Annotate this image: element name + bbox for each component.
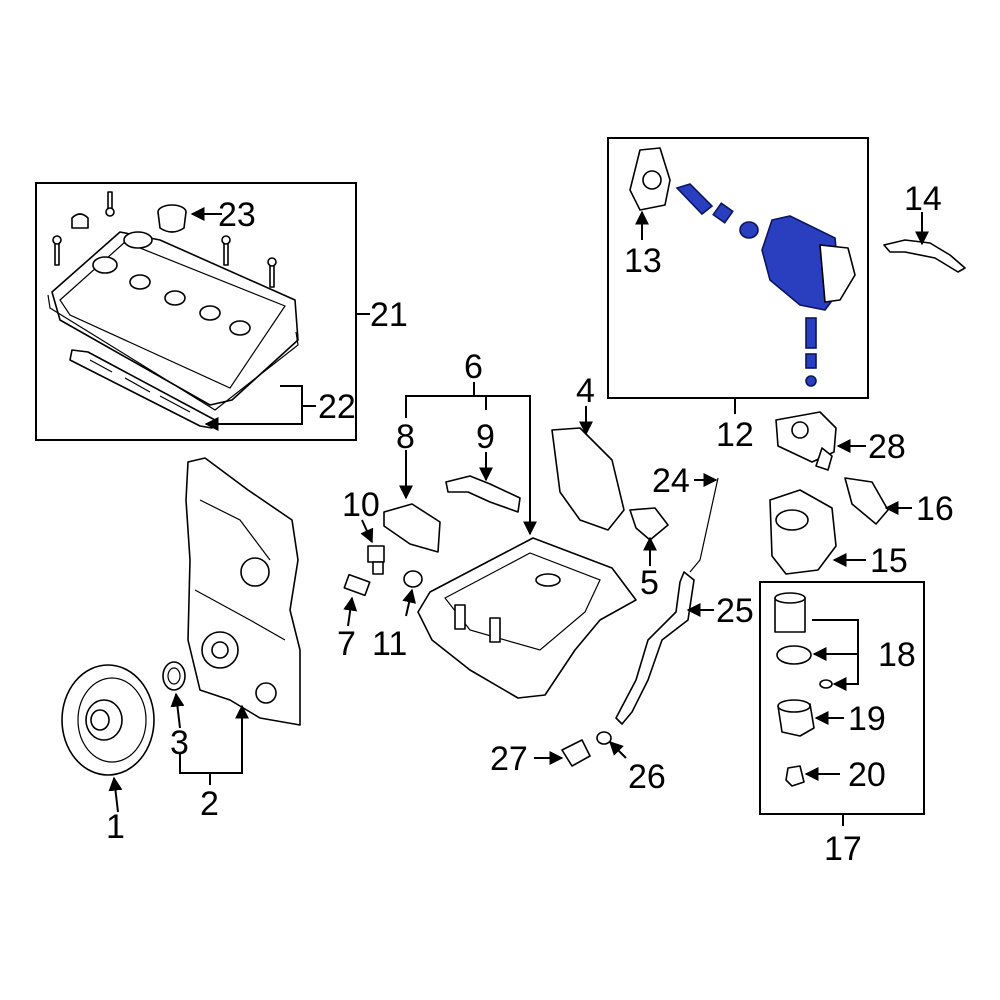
callout-18: 18 xyxy=(878,636,916,674)
drain-plug-gasket[interactable] xyxy=(403,570,423,588)
crank-position-cover[interactable] xyxy=(629,507,669,541)
oil-filler-cap[interactable] xyxy=(157,204,187,233)
callout-3: 3 xyxy=(170,724,189,762)
callout-28: 28 xyxy=(868,428,906,466)
callout-22: 22 xyxy=(318,388,356,426)
callout-23: 23 xyxy=(218,196,256,234)
callout-17: 17 xyxy=(824,830,862,868)
crankshaft-pulley[interactable] xyxy=(61,664,155,776)
dipstick-tube-o-ring[interactable] xyxy=(596,731,612,745)
callout-8: 8 xyxy=(396,418,415,456)
callout-24: 24 xyxy=(652,462,690,500)
callout-13: 13 xyxy=(624,242,662,280)
callout-27: 27 xyxy=(490,740,528,778)
oil-pump-gasket[interactable] xyxy=(629,147,671,211)
callout-1: 1 xyxy=(106,808,125,846)
oil-filter-drain-plug[interactable] xyxy=(785,765,805,787)
oil-dipstick[interactable] xyxy=(689,477,719,573)
callout-21: 21 xyxy=(370,296,408,334)
callout-labels: 1 2 3 4 5 6 7 8 9 10 11 12 13 14 15 16 1… xyxy=(106,180,954,868)
callout-2: 2 xyxy=(200,785,219,823)
oil-filter-housing-gasket[interactable] xyxy=(844,477,889,525)
oil-pan[interactable] xyxy=(417,537,637,699)
callout-4: 4 xyxy=(576,372,595,410)
callout-14: 14 xyxy=(904,180,942,218)
oil-pump[interactable] xyxy=(761,215,856,387)
callout-11: 11 xyxy=(372,625,407,663)
oil-filter-small-o-ring[interactable] xyxy=(819,679,833,689)
oil-pan-gasket[interactable] xyxy=(445,475,521,513)
callout-25: 25 xyxy=(716,592,754,630)
valve-cover-bolts[interactable] xyxy=(52,191,277,288)
oil-baffle[interactable] xyxy=(383,503,441,553)
callout-19: 19 xyxy=(848,700,886,738)
callout-15: 15 xyxy=(870,542,908,580)
oil-pump-bracket[interactable] xyxy=(883,239,966,273)
oil-cooler[interactable] xyxy=(775,411,837,471)
valve-cover[interactable] xyxy=(47,231,299,411)
oil-filter-element[interactable] xyxy=(774,592,806,633)
crankshaft-seal[interactable] xyxy=(162,661,186,691)
oil-pump-shaft[interactable] xyxy=(675,183,759,239)
dipstick-tube-adapter[interactable] xyxy=(561,739,591,767)
leader-lines xyxy=(108,207,929,826)
oil-pressure-switch[interactable] xyxy=(367,545,385,575)
oil-filter-o-ring[interactable] xyxy=(776,645,812,665)
callout-10: 10 xyxy=(342,486,380,524)
callout-12: 12 xyxy=(716,416,754,454)
callout-5: 5 xyxy=(640,564,659,602)
callout-9: 9 xyxy=(476,418,495,456)
timing-chain-cover[interactable] xyxy=(185,457,301,726)
callout-20: 20 xyxy=(848,756,886,794)
oil-pump-group-box xyxy=(607,137,869,399)
callout-16: 16 xyxy=(916,490,954,528)
engine-cover-seal[interactable] xyxy=(551,427,625,531)
valve-cover-group-box xyxy=(35,182,357,441)
callout-7: 7 xyxy=(337,625,356,663)
oil-level-sensor[interactable] xyxy=(343,573,371,597)
callout-26: 26 xyxy=(628,758,666,796)
dipstick-tube[interactable] xyxy=(615,571,695,725)
oil-filter-cap[interactable] xyxy=(777,699,815,737)
oil-filter-housing[interactable] xyxy=(769,489,837,575)
callout-6: 6 xyxy=(464,348,483,386)
